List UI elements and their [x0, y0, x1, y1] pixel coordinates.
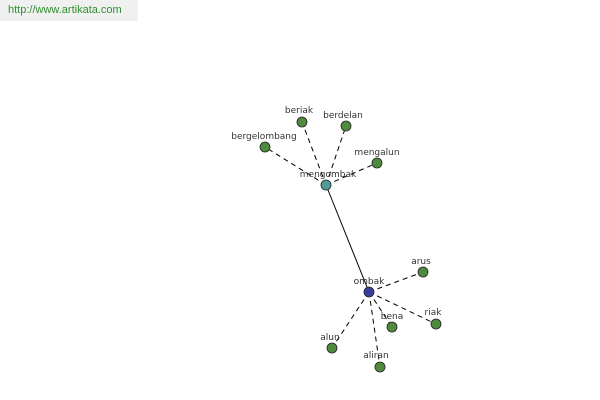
- node-label-bergelombang[interactable]: bergelombang: [231, 132, 296, 142]
- watermark-url[interactable]: http://www.artikata.com: [0, 0, 138, 21]
- node-mengalun[interactable]: [371, 157, 383, 169]
- edge-mengombak-ombak: [325, 184, 370, 293]
- edge-ombak-arus: [368, 271, 424, 293]
- node-label-arus[interactable]: arus: [411, 257, 431, 267]
- graph-nodes: [259, 116, 442, 373]
- node-berdelan[interactable]: [340, 120, 352, 132]
- node-beriak[interactable]: [296, 116, 308, 128]
- node-ombak[interactable]: [363, 286, 375, 298]
- edge-mengombak-mengalun: [325, 162, 378, 186]
- node-label-ombak[interactable]: ombak: [354, 277, 386, 287]
- node-label-mengalun[interactable]: mengalun: [354, 148, 399, 158]
- edge-ombak-alun: [331, 291, 370, 349]
- edge-mengombak-berdelan: [325, 125, 347, 186]
- node-label-bena[interactable]: bena: [381, 312, 403, 322]
- node-riak[interactable]: [430, 318, 442, 330]
- graph-edges: [264, 121, 437, 368]
- node-bergelombang[interactable]: [259, 141, 271, 153]
- node-label-mengombak[interactable]: mengombak: [300, 170, 357, 180]
- node-mengombak[interactable]: [320, 179, 332, 191]
- edge-ombak-riak: [368, 291, 437, 325]
- node-label-riak[interactable]: riak: [425, 308, 443, 318]
- graph-labels: ombak mengombak beriak berdelan bergelombang…: [231, 106, 442, 361]
- node-label-alun[interactable]: alun: [320, 333, 339, 343]
- edge-mengombak-bergelombang: [264, 146, 327, 186]
- edge-ombak-aliran: [368, 291, 381, 368]
- node-label-aliran[interactable]: aliran: [363, 351, 388, 361]
- edge-ombak-bena: [368, 291, 393, 328]
- node-label-beriak[interactable]: beriak: [285, 106, 314, 116]
- node-label-berdelan[interactable]: berdelan: [323, 111, 363, 121]
- edge-mengombak-beriak: [301, 121, 327, 186]
- node-bena[interactable]: [386, 321, 398, 333]
- node-arus[interactable]: [417, 266, 429, 278]
- node-aliran[interactable]: [374, 361, 386, 373]
- node-alun[interactable]: [326, 342, 338, 354]
